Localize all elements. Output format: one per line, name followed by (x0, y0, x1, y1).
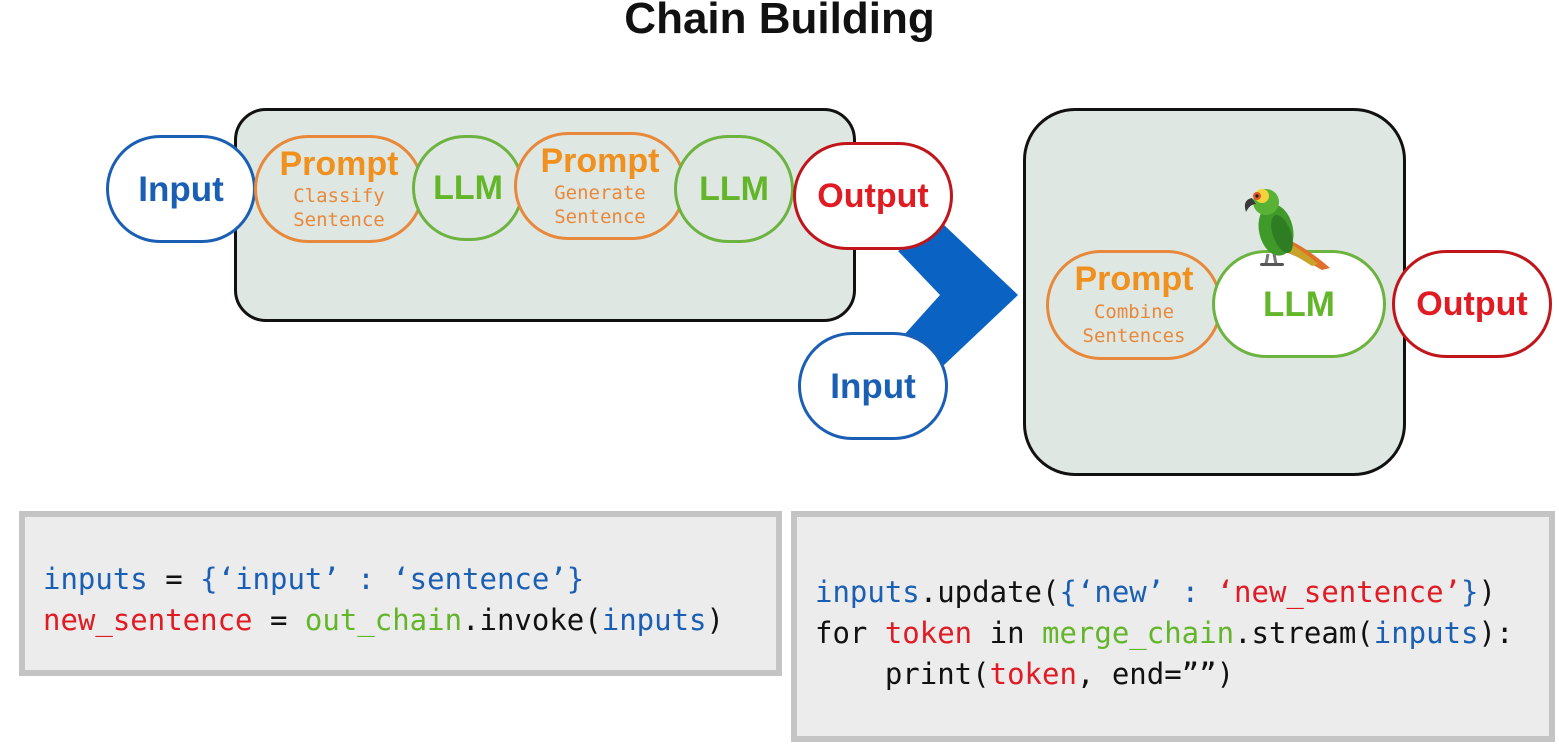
code-string: ‘new_sentence’ (1216, 575, 1462, 609)
parrot-icon (1244, 189, 1330, 270)
generate-prompt-sub-1: Generate (554, 181, 646, 204)
left-llm-node-1: LLM (412, 135, 524, 241)
combine-prompt-node: Prompt Combine Sentences (1046, 250, 1222, 360)
code-fn-print: print( (884, 657, 990, 691)
combine-prompt-label: Prompt (1074, 260, 1194, 298)
right-code-block: inputs.update({‘new’ : ‘new_sentence’}) … (791, 511, 1555, 742)
code-paren: ) (706, 603, 724, 637)
code-keyword-for: for (815, 616, 885, 650)
code-dict: {‘input’ : ‘sentence’} (200, 562, 585, 596)
left-llm-node-2: LLM (674, 135, 794, 243)
code-method: .stream( (1234, 616, 1374, 650)
code-arg-inputs: inputs (601, 603, 707, 637)
code-var-new-sentence: new_sentence (43, 603, 253, 637)
generate-prompt-label: Prompt (540, 141, 660, 180)
left-output-label: Output (817, 177, 929, 215)
code-obj-out-chain: out_chain (304, 603, 463, 637)
left-input-node: Input (106, 135, 256, 243)
right-code-line-1: inputs.update({‘new’ : ‘new_sentence’}) (815, 578, 1496, 607)
right-llm-label: LLM (1263, 284, 1335, 324)
right-output-label: Output (1416, 285, 1528, 323)
classify-prompt-label: Prompt (279, 144, 399, 183)
classify-prompt-sub-1: Classify (293, 184, 385, 207)
code-var-inputs: inputs (43, 562, 148, 596)
flow-arrow (898, 225, 1018, 365)
classify-prompt-sub-2: Sentence (293, 208, 385, 231)
classify-prompt-node: Prompt Classify Sentence (254, 135, 424, 243)
code-operator: = (252, 603, 305, 637)
right-output-node: Output (1392, 250, 1552, 358)
code-obj-merge-chain: merge_chain (1042, 616, 1235, 650)
left-code-line-2: new_sentence = out_chain.invoke(inputs) (43, 606, 724, 635)
code-arg-inputs: inputs (1373, 616, 1479, 650)
right-input-node: Input (798, 332, 948, 440)
generate-prompt-node: Prompt Generate Sentence (514, 132, 686, 240)
code-method: .update( (919, 575, 1060, 609)
code-var-token: token (884, 616, 973, 650)
code-paren: ): (1478, 616, 1514, 650)
left-llm-label-1: LLM (433, 169, 503, 207)
code-paren: ) (1478, 575, 1496, 609)
left-code-line-1: inputs = {‘input’ : ‘sentence’} (43, 565, 584, 594)
code-args-rest: , end=””) (1076, 657, 1235, 691)
combine-prompt-sub-1: Combine (1093, 301, 1175, 323)
left-input-label: Input (138, 169, 224, 209)
code-method: .invoke( (462, 603, 602, 637)
left-output-node: Output (793, 142, 953, 250)
code-var-token: token (989, 657, 1077, 691)
page-title: Chain Building (624, 0, 935, 43)
combine-prompt-sub-2: Sentences (1082, 325, 1186, 347)
left-llm-label-2: LLM (699, 170, 769, 208)
code-operator: = (147, 562, 201, 596)
code-dict-close: } (1461, 575, 1479, 609)
code-keyword-in: in (972, 616, 1042, 650)
right-code-line-2: for token in merge_chain.stream(inputs): (815, 619, 1513, 648)
code-indent (815, 657, 885, 691)
code-dict-open: {‘new’ : (1059, 575, 1217, 609)
left-code-block: inputs = {‘input’ : ‘sentence’} new_sent… (19, 511, 782, 676)
right-code-line-3: print(token, end=””) (815, 660, 1234, 689)
right-input-label: Input (830, 366, 916, 406)
generate-prompt-sub-2: Sentence (554, 205, 646, 228)
code-var-inputs: inputs (815, 575, 920, 609)
